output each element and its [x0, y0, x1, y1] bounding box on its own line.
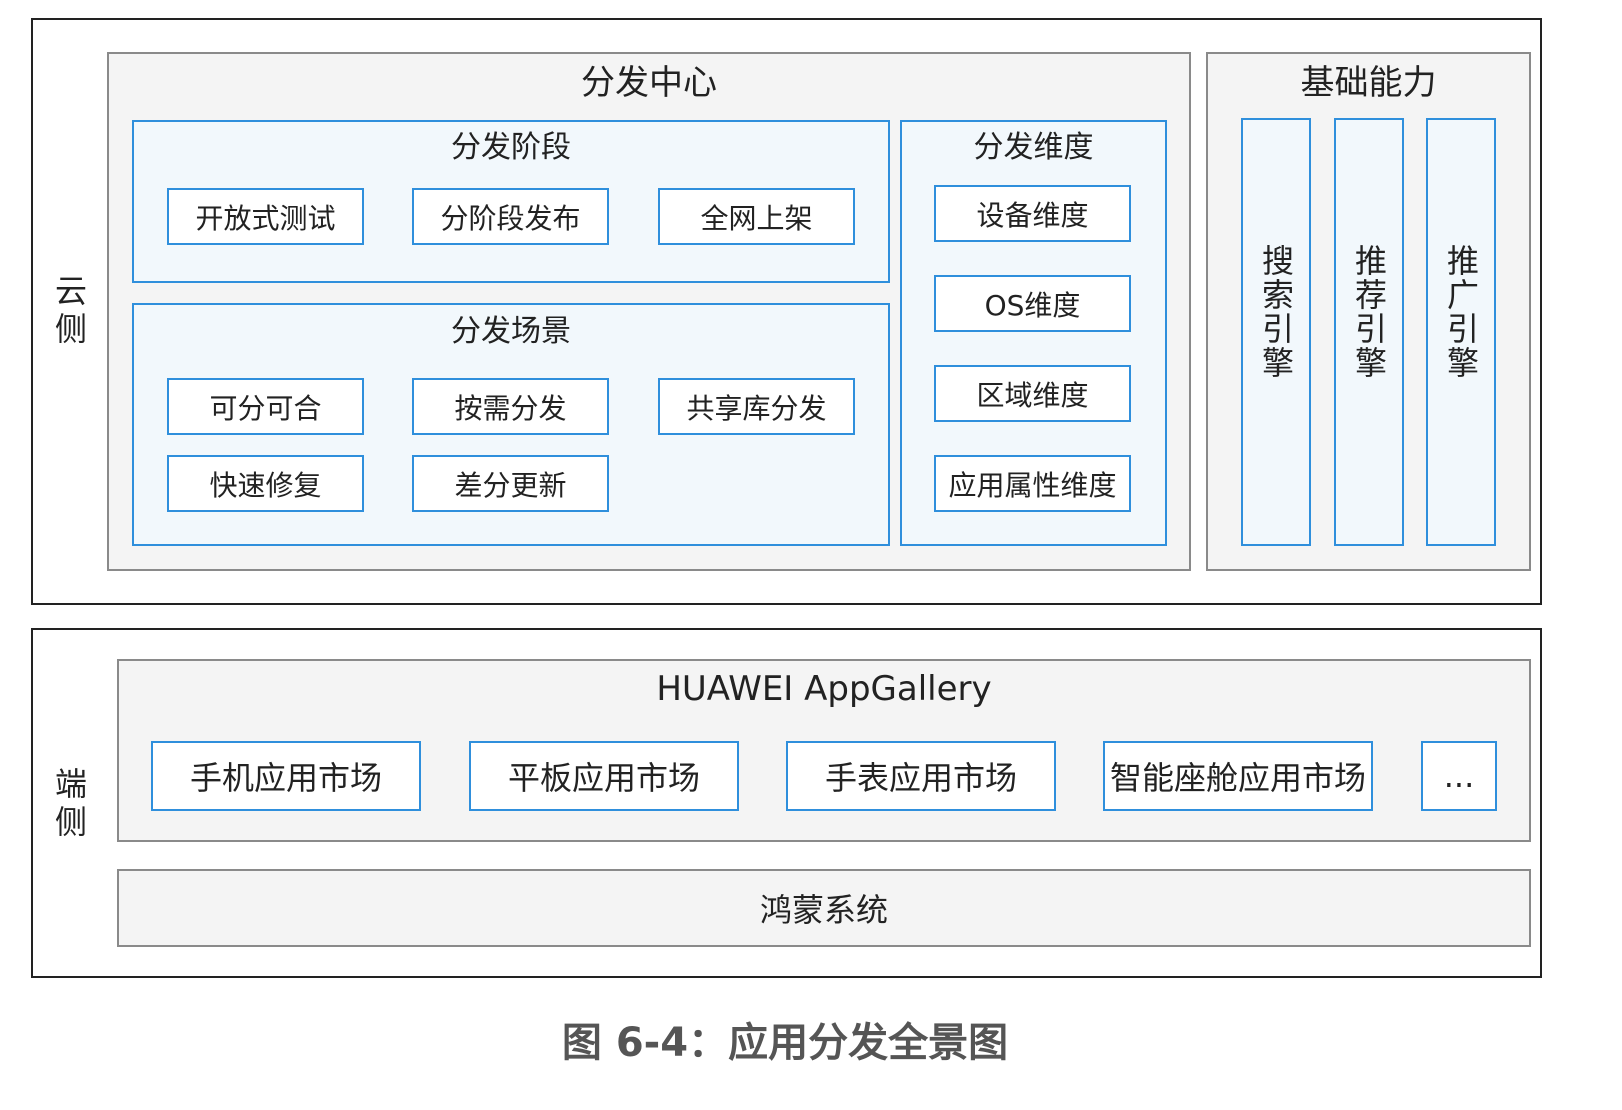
dimension-item: OS维度 — [934, 275, 1131, 332]
dimension-item: 区域维度 — [934, 365, 1131, 422]
promotion-engine-label: 推广引擎 — [1442, 244, 1480, 380]
distribution-dimensions-title: 分发维度 — [973, 130, 1094, 165]
distribution-center-title: 分发中心 — [581, 63, 717, 103]
scenario-item: 按需分发 — [412, 378, 609, 435]
stage-item: 开放式测试 — [167, 188, 364, 245]
appgallery-item-more: ... — [1421, 741, 1497, 811]
cloud-side-label: 云 侧 — [48, 255, 94, 365]
base-capability-item: 推广引擎 — [1426, 118, 1496, 546]
device-side-label-char-1: 端 — [54, 764, 87, 803]
stage-item: 分阶段发布 — [412, 188, 609, 245]
scenario-item: 差分更新 — [412, 455, 609, 512]
scenario-item: 共享库分发 — [658, 378, 855, 435]
base-capability-title: 基础能力 — [1300, 63, 1437, 103]
cloud-side-label-char-2: 侧 — [54, 310, 87, 348]
dimension-item: 应用属性维度 — [934, 455, 1131, 512]
device-side-label-char-2: 侧 — [54, 803, 87, 841]
stage-item: 全网上架 — [658, 188, 855, 245]
harmonyos-label: 鸿蒙系统 — [759, 891, 888, 929]
appgallery-title: HUAWEI AppGallery — [656, 669, 992, 709]
distribution-scenarios-title: 分发场景 — [451, 314, 571, 349]
search-engine-label: 搜索引擎 — [1257, 244, 1295, 380]
base-capability-item: 推荐引擎 — [1334, 118, 1404, 546]
appgallery-item: 手表应用市场 — [786, 741, 1056, 811]
scenario-item: 可分可合 — [167, 378, 364, 435]
dimension-item: 设备维度 — [934, 185, 1131, 242]
appgallery-item: 智能座舱应用市场 — [1103, 741, 1373, 811]
cloud-side-label-char-1: 云 — [54, 271, 87, 310]
appgallery-item: 平板应用市场 — [469, 741, 739, 811]
harmonyos-panel: 鸿蒙系统 — [117, 869, 1531, 947]
recommend-engine-label: 推荐引擎 — [1350, 244, 1388, 380]
base-capability-item: 搜索引擎 — [1241, 118, 1311, 546]
figure-caption: 图 6-4：应用分发全景图 — [561, 1020, 1009, 1066]
scenario-item: 快速修复 — [167, 455, 364, 512]
appgallery-item: 手机应用市场 — [151, 741, 421, 811]
distribution-stages-title: 分发阶段 — [451, 130, 571, 165]
device-side-label: 端 侧 — [48, 748, 94, 858]
